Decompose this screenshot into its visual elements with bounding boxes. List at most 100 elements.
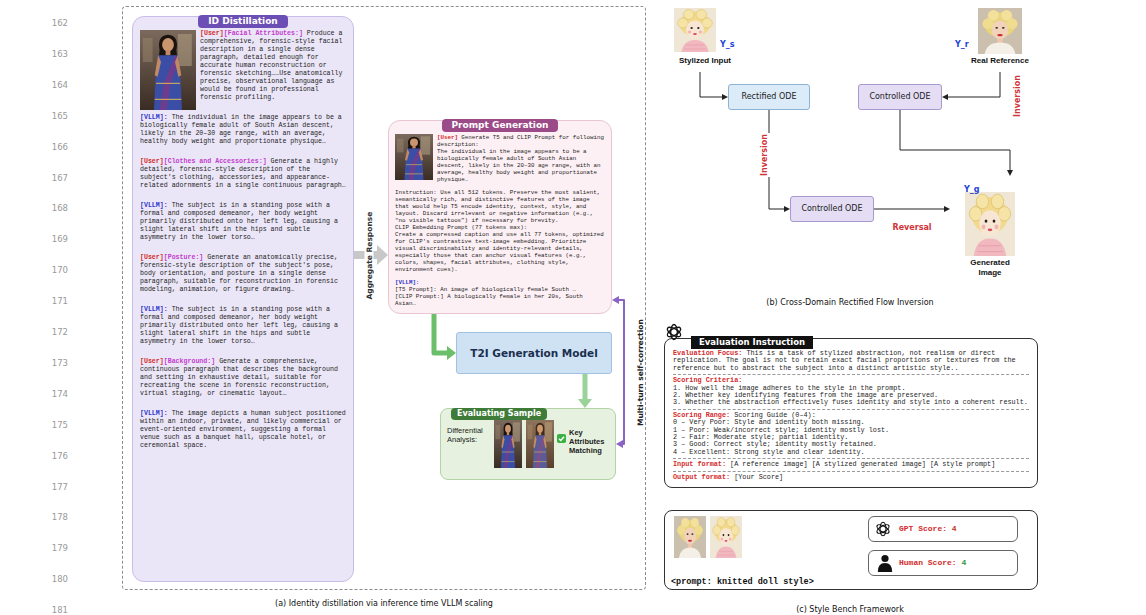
box-label: 4 (952, 524, 957, 534)
body-text: Produce a comprehensive, forensic-style … (200, 30, 342, 101)
text-slot: Differential Analysis: (447, 426, 495, 444)
connector (942, 72, 1000, 100)
paragraph: [T5 Prompt]: An image of biologically fe… (395, 286, 605, 293)
body-text: [Your Score] (734, 473, 783, 481)
body-text: [CLIP Prompt:] A biologically female in … (395, 293, 583, 307)
arrowhead (722, 94, 728, 100)
line-number: 173 (52, 358, 68, 368)
paragraph: [VLLM]:The individual in the image appea… (140, 114, 347, 146)
line-number: 172 (52, 327, 68, 337)
box-label: T2I Generation Model (470, 347, 598, 360)
line-number: 163 (52, 49, 68, 59)
body-text: [A reference image] [A stylized generate… (730, 460, 995, 468)
body-text: 2 – Fair: Moderate style; partial identi… (673, 433, 848, 441)
score-box: Human Score: 4 (868, 550, 1018, 576)
image-caption: Stylized Input (668, 56, 742, 66)
paragraph: The individual in the image appears to b… (395, 148, 605, 183)
image-space (395, 134, 437, 182)
panel-header: Evaluating Sample (451, 408, 547, 420)
math-symbol: Y_g (964, 185, 980, 194)
edge-label: Inversion (1013, 74, 1023, 118)
body-text: [T5 Prompt]: An image of biologically fe… (395, 286, 576, 293)
arrowhead (616, 440, 623, 448)
line-number: 169 (52, 234, 68, 244)
line-number: 175 (52, 420, 68, 430)
connector-line (583, 374, 588, 401)
paragraph: [VLLM]: (395, 279, 605, 286)
paragraph: Evaluation Focus:This is a task of styli… (673, 350, 1029, 372)
edge-label: Aggregate Response (365, 210, 374, 300)
connector (874, 206, 950, 212)
box-label: Controlled ODE (801, 204, 862, 214)
box-label: 4 (961, 558, 966, 568)
paragraph: Create a compressed caption and use all … (395, 231, 605, 273)
body-text: [VLLM]: (140, 202, 168, 209)
body-text: [User] (140, 158, 164, 165)
label-slot: 171 (40, 289, 68, 308)
arrowhead (784, 206, 790, 212)
image-caption: Real Reference (963, 56, 1037, 66)
generated-photo (526, 420, 554, 468)
label-slot: 178 (40, 505, 68, 524)
body-text: 1 – Poor: Weak/incorrect style; identity… (673, 426, 889, 434)
ode-box: Controlled ODE (858, 84, 942, 110)
line-number: 177 (52, 482, 68, 492)
text-slot: (a) Identity distillation via inference … (123, 591, 645, 610)
paragraph: Instruction: Use all 512 tokens. Preserv… (395, 189, 605, 224)
edge-label: Reversal (892, 223, 933, 233)
line-number: 181 (52, 605, 68, 615)
label-slot: 167 (40, 166, 68, 185)
line-number: 170 (52, 265, 68, 275)
body-text: [VLLM]: (140, 410, 168, 417)
arrowhead (612, 296, 619, 304)
paragraph: [VLLM]:The subject is in a standing pose… (140, 306, 347, 346)
paragraph: [User]Generate T5 and CLIP Prompt for fo… (395, 134, 605, 148)
body-text: 3. Whether the abstraction effectively f… (673, 398, 1028, 406)
connector-line (434, 314, 449, 353)
box-label: Human Score: (899, 558, 957, 568)
math-symbol: Y_s (720, 40, 735, 49)
body-text: [User] (200, 30, 224, 37)
line-number: 176 (52, 451, 68, 461)
body-text: Output format: (673, 473, 730, 481)
label-slot: 170 (40, 258, 68, 277)
paragraph: Input format:[A reference image] [A styl… (673, 458, 1029, 468)
body-text: [User] (437, 134, 458, 141)
label-slot: 163 (40, 42, 68, 61)
line-number: 167 (52, 173, 68, 183)
connector (700, 72, 728, 100)
box-label: Controlled ODE (869, 92, 930, 102)
connector-line (700, 72, 723, 97)
connector (578, 374, 592, 408)
body-text: Scoring Guide (0–4): (734, 411, 816, 419)
body-text: Scoring Range: (673, 411, 730, 419)
dashed-panel: (a) Identity distillation via inference … (122, 6, 646, 590)
arrowhead (447, 346, 456, 360)
body-text: 0 – Very Poor: Style and identity both m… (673, 418, 865, 426)
line-number: 180 (52, 574, 68, 584)
body-text: [Background:] (164, 358, 215, 365)
distillation-panel: ID Distillation[User][Facial Attributes:… (132, 16, 354, 582)
label-text: Key Attributes Matching (569, 428, 613, 455)
openai-logo (876, 522, 891, 536)
text-slot: Stylized Input (668, 56, 742, 66)
arrowhead (578, 399, 592, 408)
body-text: [VLLM]: (140, 114, 168, 121)
label-slot: 166 (40, 135, 68, 154)
image-node: Y_sStylized Input (668, 6, 742, 72)
paragraph: 0 – Very Poor: Style and identity both m… (673, 419, 1029, 426)
text-slot: Generated Image (965, 258, 1015, 277)
paragraph: CLIP Embedding Prompt (77 tokens max): (395, 224, 605, 231)
paragraph: 3. Whether the abstraction effectively f… (673, 399, 1029, 406)
subject-photo (140, 30, 196, 110)
paragraph: [User][Clothes and Accessories:]Generate… (140, 158, 347, 190)
paragraph: 3 – Good: Correct style; identity mostly… (673, 441, 1029, 448)
line-number: 174 (52, 389, 68, 399)
edge-label-slot: Inversion (752, 133, 762, 177)
ode-box: Rectified ODE (728, 84, 810, 110)
body-text: 3 – Good: Correct style; identity mostly… (673, 440, 877, 448)
stylized-photo (674, 8, 716, 52)
paragraph: 4 – Excellent: Strong style and clear id… (673, 449, 1029, 456)
image-caption: Generated Image (965, 258, 1015, 277)
label-slot: 169 (40, 227, 68, 246)
